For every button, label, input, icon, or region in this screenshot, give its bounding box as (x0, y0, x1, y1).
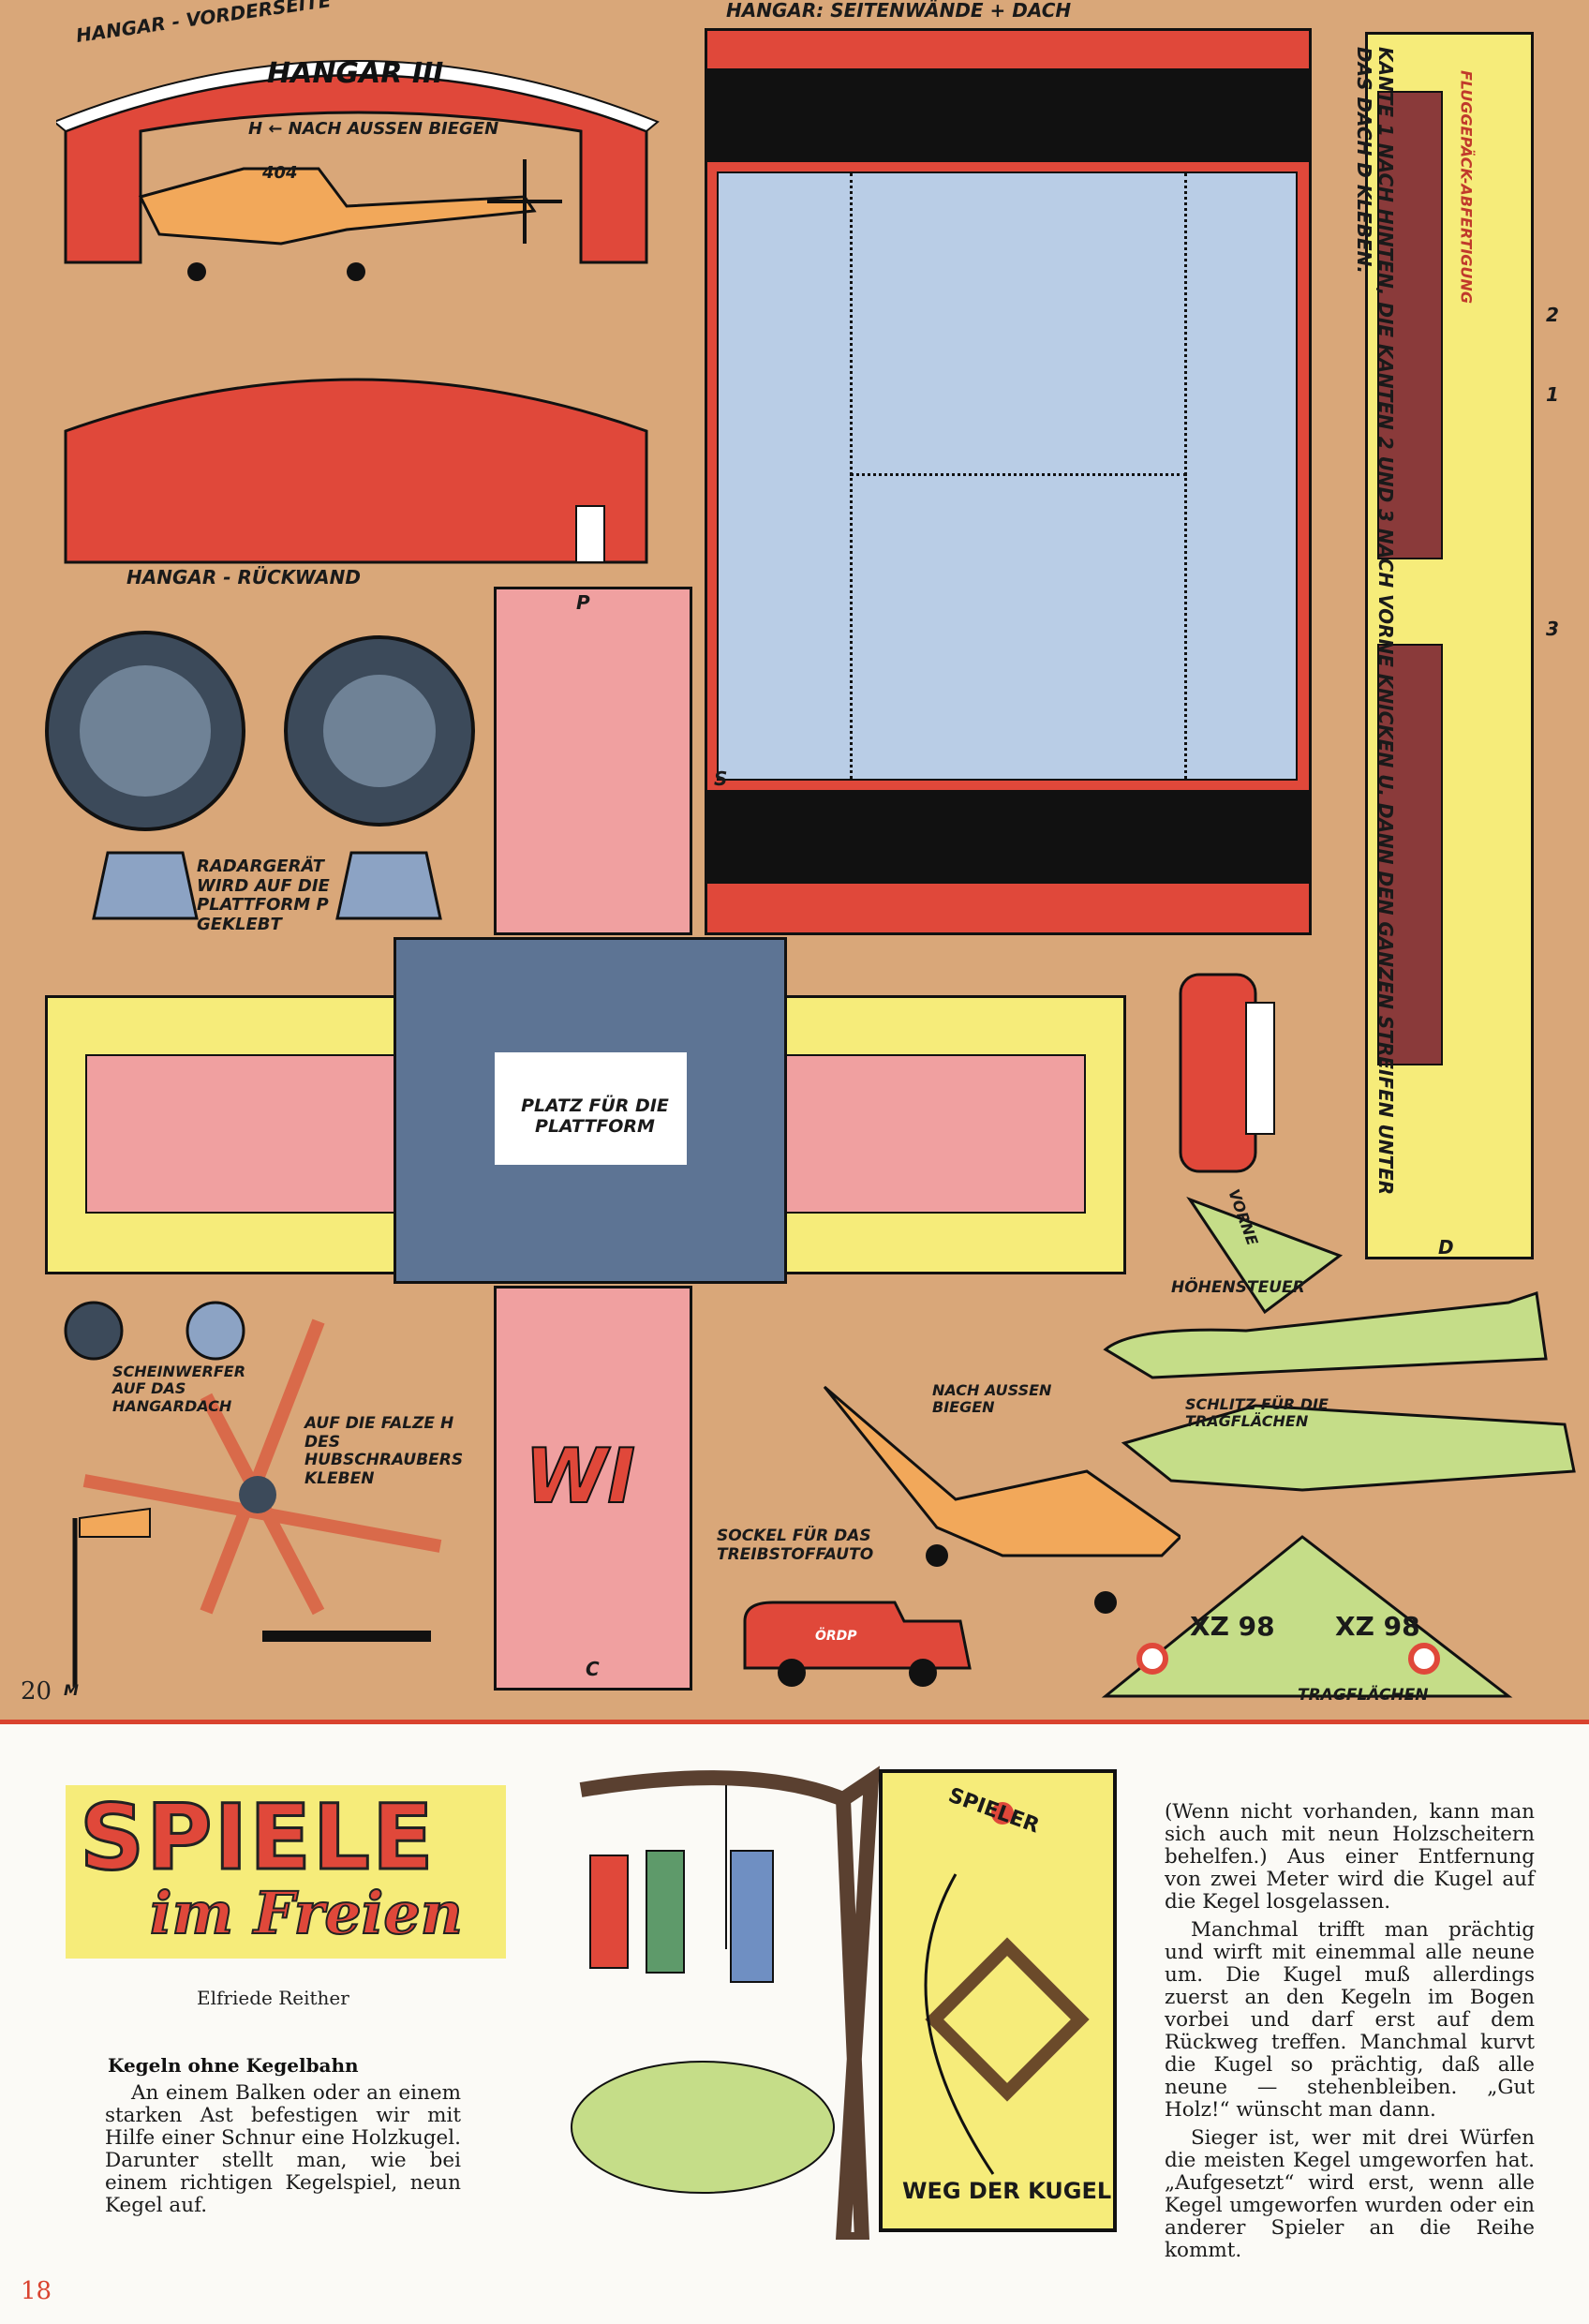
part-letter-p-top: P (576, 591, 590, 614)
title-spiele: SPIELE (79, 1784, 436, 1892)
bend-outward-label: H ← nach außen biegen (248, 119, 499, 139)
bend-outward-label-2: Nach außen biegen (932, 1381, 1052, 1417)
radar-dishes (45, 631, 475, 920)
helicopter-drawing (138, 159, 562, 281)
hangar-back-part (64, 378, 648, 564)
article-heading: Kegeln ohne Kegelbahn (108, 2054, 359, 2077)
title-im-freien: im Freien (149, 1878, 464, 1948)
truck-brand: ÖRDP (815, 1629, 857, 1644)
radar-label: Radargerät wird auf die Plattform P gekl… (197, 857, 330, 935)
title-logo: SPIELE im Freien (66, 1784, 506, 1959)
tower-bottom-part (494, 1286, 692, 1691)
page-number-top: 20 (21, 1677, 52, 1706)
fuel-base-label: Sockel für das Treibstoffauto (717, 1527, 874, 1564)
baggage-label: Fluggepäck-Abfertigung (1457, 70, 1476, 304)
hangar-name: HANGAR III (267, 57, 444, 90)
searchlight-label: Scheinwerfer auf das Hangardach (112, 1363, 246, 1415)
side-walls-part (705, 28, 1312, 935)
right-column: (Wenn nicht vorhanden, kann man sich auc… (1165, 1801, 1535, 2268)
elevator-label: Höhensteuer (1171, 1278, 1305, 1297)
paragraph: Sieger ist, wer mit drei Würfen die meis… (1165, 2126, 1535, 2262)
edge-number-3: 3 (1546, 618, 1559, 640)
wing-slot-label: Schlitz für die Tragflächen (1185, 1395, 1329, 1431)
kegel-illustration (571, 1765, 1117, 2240)
illustration-path-label: Weg der Kugel (902, 2178, 1112, 2204)
wings-label: Tragflächen (1298, 1686, 1429, 1705)
tower-letters: WI (524, 1433, 636, 1521)
paragraph: An einem Balken oder an einem starken As… (105, 2081, 461, 2217)
fold-instruction: Kante 1 nach hinten, die Kanten 2 und 3 … (1353, 47, 1397, 1196)
helicopter-number: 404 (262, 163, 298, 183)
edge-number-1: 1 (1546, 383, 1559, 406)
hangar-front-part (56, 60, 660, 264)
searchlights-rotor-windsock (64, 1301, 442, 1687)
airplanes-drawing (1101, 1196, 1576, 1698)
platform-label: Platz für die Plattform (521, 1095, 669, 1137)
helicopter-side-drawing (823, 1385, 1181, 1614)
roof-panel (717, 171, 1298, 781)
page-number: 18 (21, 2277, 52, 2305)
plane-code-left: XZ 98 (1190, 1611, 1275, 1642)
part-letter-s: S (714, 767, 728, 790)
edge-number-2: 2 (1546, 304, 1559, 326)
baggage-strip-part (1365, 32, 1534, 1259)
left-column: An einem Balken oder an einem starken As… (105, 2082, 461, 2223)
fuel-truck-drawing (743, 1601, 972, 1687)
tower-top-part (494, 587, 692, 935)
hangar-back-label: Hangar - Rückwand (126, 566, 361, 588)
plane-code-right: XZ 98 (1335, 1611, 1420, 1642)
platform-center (394, 937, 787, 1284)
cutout-sheet: Hangar - Vorderseite HANGAR III H ← nach… (0, 0, 1589, 1724)
paragraph: (Wenn nicht vorhanden, kann man sich auc… (1165, 1800, 1535, 1914)
part-letter-d: D (1438, 1236, 1454, 1259)
part-letter-m: M (64, 1681, 79, 1699)
part-letter-c: C (586, 1658, 600, 1680)
car-drawing (1179, 973, 1275, 1173)
paragraph: Manchmal trifft man prächtig und wirft m… (1165, 1918, 1535, 2122)
author: Elfriede Reither (197, 1987, 349, 2009)
rotor-label: Auf die Falze H des Hubschraubers kleben (304, 1414, 464, 1488)
side-walls-label: Hangar: Seitenwände + Dach (726, 0, 1072, 22)
